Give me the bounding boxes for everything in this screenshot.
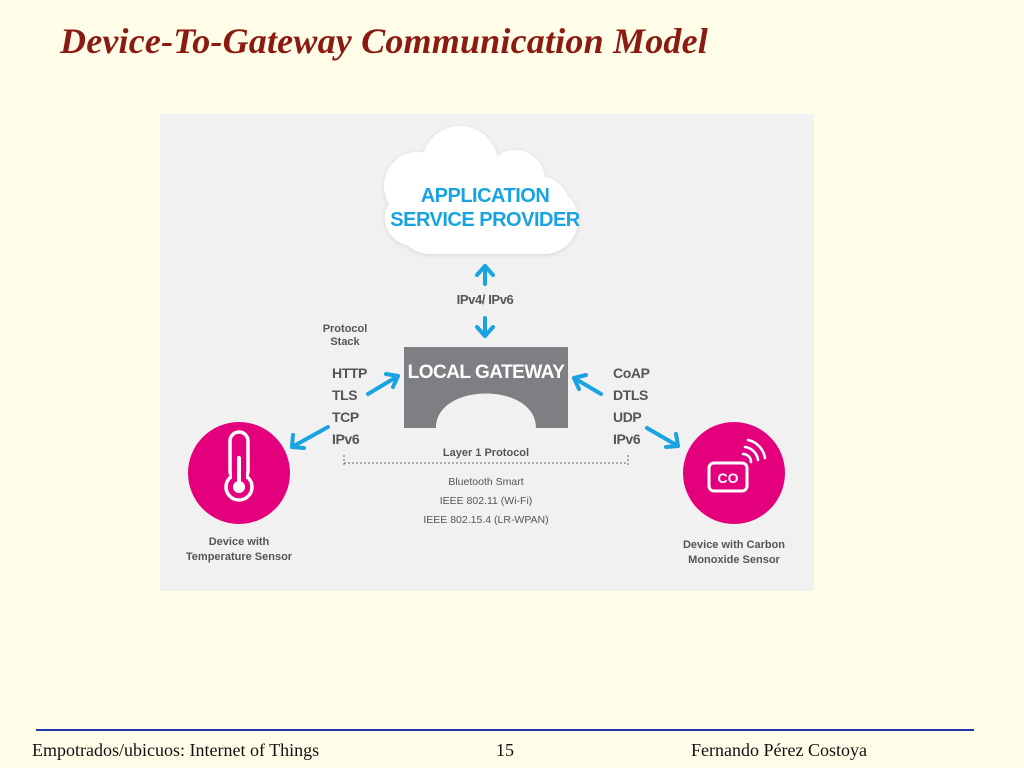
application-service-provider-label: APPLICATION SERVICE PROVIDER — [385, 184, 585, 232]
layer1-bracket — [343, 455, 629, 466]
right-stack-item: CoAP — [613, 365, 650, 381]
footer-page-number: 15 — [496, 740, 514, 760]
temperature-device-caption-line2: Temperature Sensor — [185, 551, 293, 563]
co-device-caption-line2: Monoxide Sensor — [688, 554, 780, 566]
co-device-caption-line1: Device with Carbon — [682, 539, 786, 551]
left-stack-item: TCP — [332, 409, 359, 425]
left-protocol-stack: HTTP TLS TCP IPv6 — [332, 362, 367, 450]
uplink-protocol-label: IPv4/ IPv6 — [456, 292, 514, 307]
gateway-box — [404, 347, 568, 428]
co-badge-text: CO — [717, 470, 739, 486]
right-stack-item: UDP — [613, 409, 642, 425]
right-protocol-stack: CoAP DTLS UDP IPv6 — [613, 362, 650, 450]
right-stack-item: IPv6 — [613, 431, 641, 447]
footer-author: Fernando Pérez Costoya — [691, 740, 867, 760]
temperature-device-caption-line1: Device with — [208, 536, 270, 548]
protocol-stack-heading-line2: Stack — [330, 336, 360, 348]
layer1-protocol-list: Bluetooth Smart IEEE 802.11 (Wi-Fi) IEEE… — [386, 473, 586, 530]
left-stack-item: HTTP — [332, 365, 367, 381]
layer1-protocol-heading: Layer 1 Protocol — [442, 447, 530, 459]
cloud-label-line1: APPLICATION — [420, 185, 550, 207]
left-arrows — [290, 372, 400, 450]
co-device-caption: Device with Carbon Monoxide Sensor — [664, 538, 804, 568]
device-to-gateway-diagram: APPLICATION SERVICE PROVIDER IPv4/ IPv6 … — [160, 114, 814, 591]
thermometer-device-icon — [188, 422, 290, 524]
left-stack-item: IPv6 — [332, 431, 360, 447]
left-stack-item: TLS — [332, 387, 358, 403]
co-sensor-device-icon — [683, 422, 785, 524]
cloud-shape — [384, 126, 578, 254]
right-arrows — [572, 373, 680, 449]
protocol-stack-heading: Protocol Stack — [310, 323, 380, 349]
cloud-label-line2: SERVICE PROVIDER — [390, 209, 580, 231]
footer-divider — [36, 729, 974, 731]
layer1-item: IEEE 802.11 (Wi-Fi) — [439, 495, 533, 507]
layer1-item: Bluetooth Smart — [448, 476, 524, 488]
footer-course: Empotrados/ubicuos: Internet of Things — [32, 740, 320, 760]
local-gateway-label: LOCAL GATEWAY — [407, 362, 565, 383]
uplink-arrow — [475, 264, 495, 338]
right-stack-item: DTLS — [613, 387, 648, 403]
slide-title: Device-To-Gateway Communication Model — [60, 21, 708, 61]
protocol-stack-heading-line1: Protocol — [322, 323, 368, 335]
diagram-graphics — [188, 126, 785, 524]
temperature-device-caption: Device with Temperature Sensor — [169, 535, 309, 565]
layer1-item: IEEE 802.15.4 (LR-WPAN) — [423, 514, 549, 526]
